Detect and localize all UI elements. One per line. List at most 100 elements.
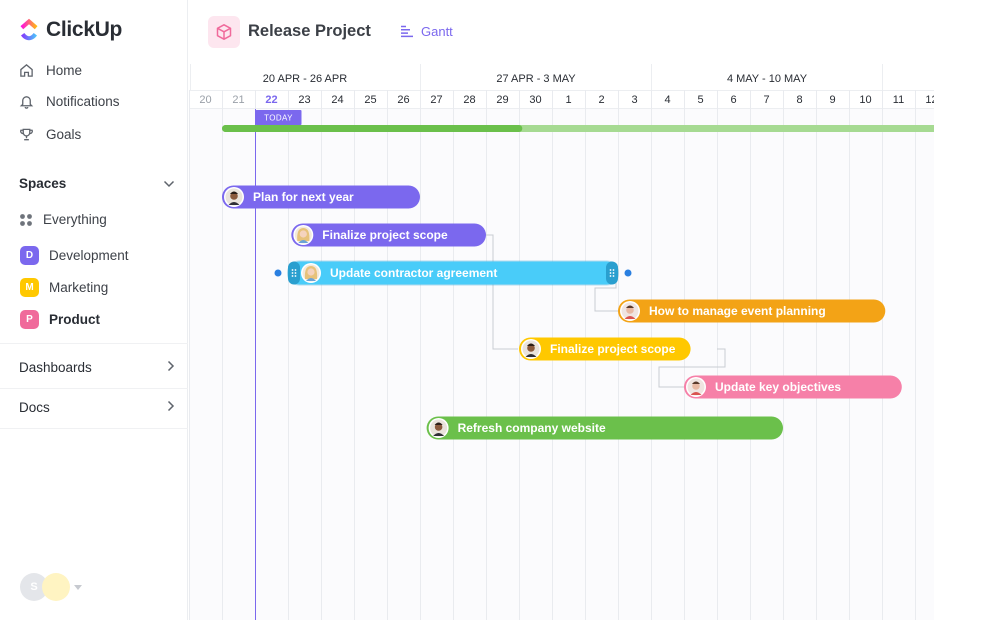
task-bar[interactable]: [519, 337, 691, 361]
trophy-icon: [18, 126, 34, 142]
avatar-face: [230, 192, 238, 200]
grip-dot: [609, 272, 612, 274]
avatar-hair: [626, 305, 634, 308]
docs-row[interactable]: Docs: [19, 400, 175, 415]
gantt-canvas: 20 APR - 26 APR 27 APR - 3 MAY 4 MAY - 10 …: [189, 64, 934, 620]
avatar-face: [626, 306, 634, 314]
day-label: 2: [598, 94, 604, 106]
avatar-body: [525, 354, 537, 357]
task-bar[interactable]: [426, 416, 783, 440]
grip-dot: [612, 272, 615, 274]
nav-item-home[interactable]: Home: [18, 62, 82, 78]
avatar-hair: [692, 381, 700, 384]
status-avatar: [42, 573, 70, 601]
day-label: 21: [232, 94, 244, 106]
day-label: 20: [199, 94, 211, 106]
dependency-connector: [658, 348, 726, 388]
day-label: 24: [331, 94, 343, 106]
avatar-face: [307, 268, 315, 276]
week-label: 4 MAY - 10 MAY: [727, 73, 808, 85]
day-label: 29: [496, 94, 508, 106]
task-drag-handle-left[interactable]: [288, 261, 300, 285]
tab-label: Gantt: [421, 24, 453, 39]
avatar-face: [434, 423, 443, 431]
avatar-face: [692, 382, 700, 390]
day-label: 5: [697, 94, 703, 106]
chevron-right-icon[interactable]: [167, 400, 175, 415]
spaces-header[interactable]: Spaces: [19, 176, 175, 191]
nav-item-notifications[interactable]: Notifications: [18, 93, 120, 109]
dashboards-row[interactable]: Dashboards: [19, 360, 175, 375]
grip-dot: [294, 269, 297, 271]
grip-dot: [612, 269, 615, 271]
grip-dot: [291, 275, 294, 277]
task-label: Refresh company website: [458, 421, 606, 435]
project-progress-fill: [222, 125, 523, 132]
link-dot-right[interactable]: [624, 269, 632, 277]
task-label: How to manage event planning: [649, 304, 826, 318]
space-label: Marketing: [49, 280, 109, 295]
task-label: Update key objectives: [715, 380, 841, 394]
home-icon: [18, 62, 34, 78]
day-label: 30: [529, 94, 541, 106]
space-badge: P: [20, 310, 39, 329]
timeline-header-bg: [189, 64, 934, 109]
day-label: 10: [859, 94, 871, 106]
grip-dot: [291, 269, 294, 271]
avatar-body: [624, 316, 636, 319]
task-bar[interactable]: [618, 299, 886, 323]
chevron-down-icon[interactable]: [163, 176, 175, 191]
task-label: Update contractor agreement: [330, 266, 497, 280]
grip-dot: [612, 275, 615, 277]
task-bar[interactable]: [288, 261, 618, 285]
nav-label: Notifications: [46, 93, 120, 109]
task-label: Finalize project scope: [322, 228, 448, 242]
page-title: Release Project: [248, 22, 371, 40]
space-item-development[interactable]: D Development: [20, 246, 129, 265]
avatar-hair: [230, 191, 238, 194]
space-item-everything[interactable]: Everything: [19, 212, 107, 227]
user-menu[interactable]: S: [20, 573, 82, 601]
nav-label: Goals: [46, 126, 82, 142]
task-label: Finalize project scope: [550, 342, 676, 356]
day-label: 6: [730, 94, 736, 106]
day-label: 11: [893, 94, 904, 106]
tab-gantt[interactable]: Gantt: [400, 24, 453, 39]
space-label: Development: [49, 248, 129, 263]
clickup-logo-icon: [20, 18, 38, 41]
gantt-chart: 20 APR - 26 APR 27 APR - 3 MAY 4 MAY - 10 …: [189, 64, 934, 620]
nav-item-goals[interactable]: Goals: [18, 126, 81, 142]
day-label: 12: [925, 94, 934, 106]
spaces-label: Spaces: [19, 176, 67, 191]
clickup-logo[interactable]: ClickUp: [18, 18, 122, 42]
avatar-face: [527, 344, 535, 352]
grip-dot: [609, 275, 612, 277]
week-label: 20 APR - 26 APR: [263, 73, 347, 85]
avatar-hair: [527, 343, 535, 346]
today-badge: [255, 110, 302, 125]
space-item-product[interactable]: P Product: [20, 310, 100, 329]
grip-dot: [609, 269, 612, 271]
week-label: 27 APR - 3 MAY: [496, 73, 576, 85]
task-bar[interactable]: [291, 223, 486, 247]
avatar-body: [298, 240, 309, 243]
space-item-marketing[interactable]: M Marketing: [20, 278, 108, 297]
avatar-body: [306, 278, 316, 281]
day-label: 9: [829, 94, 835, 106]
link-dot-left[interactable]: [274, 269, 282, 277]
sidebar-divider: [0, 428, 188, 429]
task-bar[interactable]: [222, 185, 420, 209]
chevron-right-icon[interactable]: [167, 360, 175, 375]
space-label: Product: [49, 312, 101, 327]
caret-down-icon[interactable]: [74, 584, 82, 590]
task-drag-handle-right[interactable]: [606, 261, 618, 285]
day-label: 26: [397, 94, 409, 106]
task-bar[interactable]: [684, 375, 902, 399]
sidebar-divider: [0, 388, 188, 389]
bell-icon: [18, 93, 34, 109]
sidebar-divider: [0, 343, 188, 344]
day-label: 4: [664, 94, 670, 106]
page-header: Release Project Gantt: [189, 0, 992, 64]
grip-dot: [291, 272, 294, 274]
space-label: Everything: [43, 212, 107, 227]
